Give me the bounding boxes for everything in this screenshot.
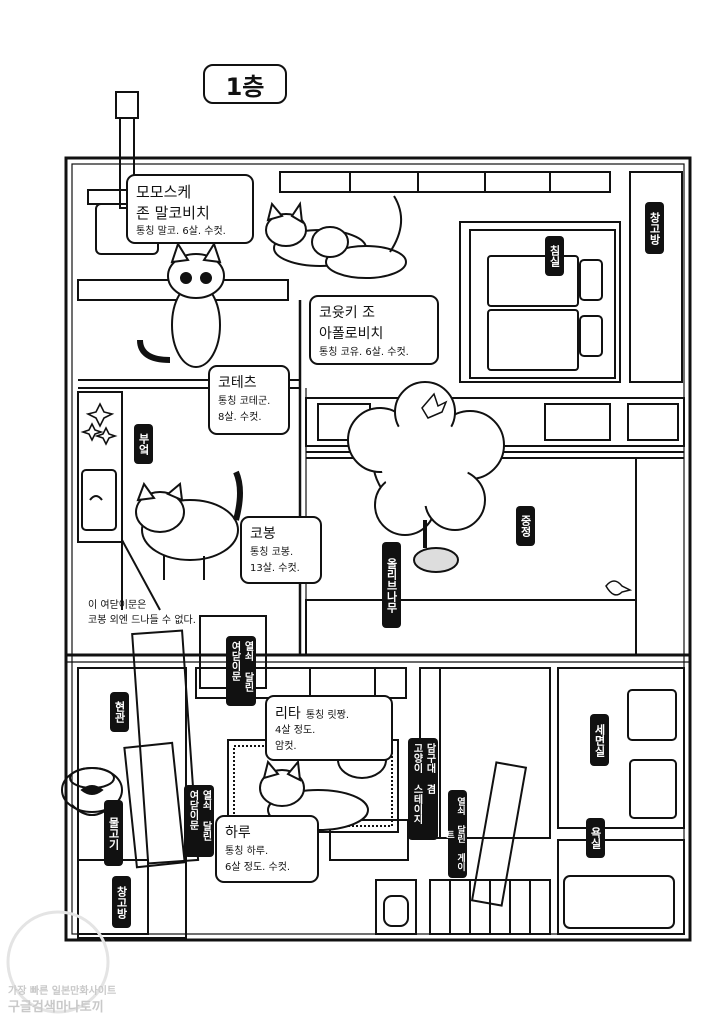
room-label-courtyard: 중정 xyxy=(516,506,535,546)
label-line: 담구대 겸 xyxy=(424,743,435,794)
room-label-storage-top: 창고방 xyxy=(645,202,664,254)
room-label-goldfish: 물고기 군 xyxy=(92,800,123,866)
room-label-washroom: 세면실 xyxy=(590,714,609,766)
note-line: 코봉 외엔 드나들 수 없다. xyxy=(88,615,196,626)
bedroom-room xyxy=(459,221,621,383)
cat-detail: 통칭 말코. 6살. 수컷. xyxy=(136,226,226,237)
label-line: 여닫이문 xyxy=(229,641,240,681)
door-note: 이 여닫이문은 코봉 외엔 드나들 수 없다. xyxy=(88,598,218,628)
note-line: 이 여닫이문은 xyxy=(88,600,147,611)
cat-callout-kotetsu: 코테츠 통칭 코테군. 8살. 수컷. xyxy=(208,365,290,435)
cat-name: 모모스케 xyxy=(136,183,192,201)
watermark-line: 구글검색마나토끼 xyxy=(8,1000,104,1015)
watermark: 가장 빠른 일본만화사이트 구글검색마나토끼 xyxy=(8,984,188,1016)
label-line: 고양이 스테이지 xyxy=(411,743,422,824)
washroom-room xyxy=(557,667,685,829)
cat-detail: 암컷. xyxy=(275,741,297,752)
room-label-bathroom: 욕실 xyxy=(586,818,605,858)
olive-tree xyxy=(347,381,505,573)
cat-callout-haru: 하루 통칭 하루. 6살 정도. 수컷. xyxy=(215,815,319,883)
cat-callout-momosuke: 모모스케 존 말코비치 통칭 말코. 6살. 수컷. xyxy=(126,174,254,244)
cat-name: 코윳키 조 xyxy=(319,305,375,321)
label-line: 열쇠 달린 xyxy=(242,641,253,692)
watermark-line: 가장 빠른 일본만화사이트 xyxy=(8,986,117,997)
label-swing-door-entrance: 열쇠 달린 여닫이문 xyxy=(184,785,214,857)
storage-room-top xyxy=(629,171,683,383)
outer-wall xyxy=(64,156,692,942)
cat-detail: 통칭 코테군. xyxy=(218,396,271,407)
cat-name: 코봉 xyxy=(250,526,276,542)
bathroom-room xyxy=(557,839,685,935)
cat-figures xyxy=(80,195,407,831)
floor-title: 1층 xyxy=(203,64,287,104)
label-line: 여닫이문 xyxy=(187,790,198,830)
cat-name: 리타 xyxy=(275,706,301,722)
room-label-bedroom: 침실 xyxy=(545,236,564,276)
room-label-storage-bottom: 창고방 xyxy=(112,876,131,928)
cat-name-cont: 존 말코비치 xyxy=(136,204,210,222)
label-cat-tower: 담구대 겸 고양이 스테이지 xyxy=(408,738,438,840)
cat-detail: 통칭 코유. 6살. 수컷. xyxy=(319,347,409,358)
cat-detail: 통칭 하루. xyxy=(225,846,269,857)
label-line: 열쇠 달린 xyxy=(200,790,211,841)
room-label-entrance: 현관 xyxy=(110,692,129,732)
label-locked-gate: 열쇠 달린 게이트 xyxy=(444,790,467,878)
label-swing-door-kitchen: 열쇠 달린 여닫이문 xyxy=(226,636,256,706)
room-label-olive-tree: 올리브나무 xyxy=(382,542,401,628)
cat-nickname: 통칭 릿짱. xyxy=(305,710,350,721)
cat-callout-rita: 리타 통칭 릿짱. 4살 정도. 암컷. xyxy=(265,695,393,761)
cat-name-cont: 아폴로비치 xyxy=(319,326,384,342)
cat-callout-kobong: 코봉 통칭 코봉. 13살. 수컷. xyxy=(240,516,322,584)
room-label-kitchen: 부엌 xyxy=(134,424,153,464)
cat-detail: 6살 정도. 수컷. xyxy=(225,862,291,873)
cat-callout-koyuki: 코윳키 조 아폴로비치 통칭 코유. 6살. 수컷. xyxy=(309,295,439,365)
cat-detail: 4살 정도. xyxy=(275,725,316,736)
cat-name: 하루 xyxy=(225,825,251,841)
cat-detail: 8살. 수컷. xyxy=(218,412,262,423)
cat-detail: 통칭 코봉. xyxy=(250,547,294,558)
cat-detail: 13살. 수컷. xyxy=(250,563,300,574)
cat-name: 코테츠 xyxy=(218,375,257,391)
